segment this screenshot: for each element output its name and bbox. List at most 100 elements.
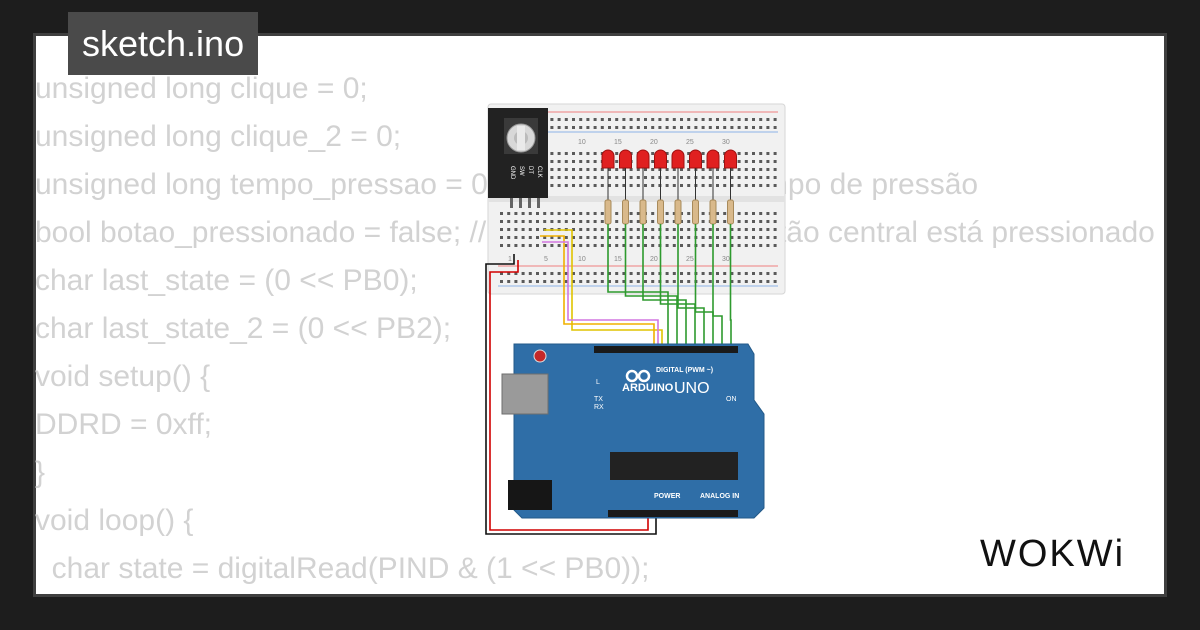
- code-line: char last_state_2 = (0 << PB2);: [35, 312, 452, 345]
- resistor[interactable]: [639, 199, 647, 225]
- breadboard-hole: [572, 126, 575, 129]
- breadboard-hole: [665, 118, 669, 121]
- resistor[interactable]: [692, 199, 699, 225]
- breadboard-hole: [672, 126, 676, 129]
- breadboard-hole: [651, 160, 655, 163]
- breadboard-hole: [658, 168, 662, 171]
- breadboard-hole: [629, 220, 633, 223]
- breadboard-hole: [636, 176, 640, 179]
- code-line: unsigned long clique = 0;: [35, 72, 368, 105]
- breadboard-hole: [723, 236, 727, 239]
- breadboard-hole: [543, 212, 547, 215]
- resistor[interactable]: [604, 199, 612, 225]
- led[interactable]: [619, 149, 632, 169]
- breadboard-hole: [752, 212, 755, 215]
- breadboard-hole: [701, 236, 705, 239]
- breadboard-hole: [514, 228, 518, 231]
- breadboard-hole: [730, 272, 734, 275]
- breadboard-hole: [521, 244, 525, 247]
- breadboard-hole: [579, 184, 583, 187]
- breadboard-hole: [737, 184, 741, 187]
- breadboard-hole: [737, 228, 741, 231]
- led[interactable]: [689, 149, 702, 169]
- breadboard-hole: [701, 126, 705, 129]
- column-label: 30: [722, 139, 730, 146]
- breadboard-hole: [730, 236, 734, 239]
- breadboard-hole: [564, 126, 568, 129]
- breadboard-hole: [593, 176, 597, 179]
- breadboard-hole: [564, 184, 568, 187]
- breadboard-hole: [766, 280, 770, 283]
- led[interactable]: [671, 149, 685, 169]
- breadboard-hole: [528, 236, 532, 239]
- breadboard-column-labels: 1 5 10 15 20 25 30 1 5 10 15 20 25 30: [508, 139, 730, 263]
- breadboard-hole: [737, 176, 741, 179]
- breadboard-hole: [550, 236, 554, 239]
- breadboard-hole: [615, 168, 619, 171]
- resistor[interactable]: [709, 199, 717, 225]
- breadboard-hole: [651, 176, 655, 179]
- led[interactable]: [654, 149, 667, 169]
- breadboard-hole: [528, 212, 532, 215]
- breadboard-hole: [622, 176, 626, 179]
- breadboard-hole: [672, 220, 676, 223]
- breadboard-hole: [644, 236, 647, 239]
- wire: [677, 224, 705, 350]
- breadboard-hole: [744, 126, 748, 129]
- reset-button[interactable]: [533, 349, 547, 363]
- breadboard-hole: [737, 244, 741, 247]
- breadboard-hole: [651, 228, 655, 231]
- led[interactable]: [601, 149, 615, 169]
- breadboard-hole: [672, 184, 676, 187]
- breadboard-hole: [766, 244, 770, 247]
- breadboard-hole: [586, 168, 590, 171]
- led[interactable]: [724, 149, 737, 169]
- breadboard-hole: [636, 118, 640, 121]
- breadboard-hole: [665, 220, 669, 223]
- rotary-encoder[interactable]: GND SW DT CLK: [488, 108, 548, 208]
- breadboard-hole: [744, 272, 748, 275]
- column-label: 15: [614, 139, 622, 146]
- breadboard-hole: [600, 236, 604, 239]
- resistor[interactable]: [727, 199, 734, 225]
- breadboard-hole: [723, 168, 727, 171]
- resistor[interactable]: [657, 199, 664, 225]
- breadboard-hole: [615, 244, 619, 247]
- breadboard-hole: [564, 152, 568, 155]
- code-line: char last_state = (0 << PB0);: [35, 264, 418, 297]
- breadboard-hole: [500, 280, 503, 283]
- breadboard-hole: [723, 126, 727, 129]
- breadboard-hole: [514, 280, 518, 283]
- breadboard-hole: [550, 126, 554, 129]
- breadboard-hole: [608, 176, 611, 179]
- breadboard-hole: [564, 168, 568, 171]
- breadboard-hole: [636, 236, 640, 239]
- file-tab[interactable]: sketch.ino: [68, 12, 259, 75]
- breadboard-hole: [723, 176, 727, 179]
- column-label: 25: [686, 256, 694, 263]
- breadboard-hole: [608, 280, 611, 283]
- breadboard-hole: [579, 228, 583, 231]
- code-line: void setup() {: [35, 360, 211, 393]
- breadboard-hole: [550, 212, 554, 215]
- breadboard-hole: [708, 280, 712, 283]
- breadboard-hole: [579, 126, 583, 129]
- rx-label: RX: [594, 404, 604, 411]
- breadboard-hole: [500, 228, 503, 231]
- breadboard-hole: [586, 118, 590, 121]
- breadboard-hole: [723, 118, 727, 121]
- encoder-pin-label: GND: [509, 166, 515, 180]
- breadboard-hole: [658, 126, 662, 129]
- breadboard-hole: [737, 272, 741, 275]
- led[interactable]: [636, 149, 650, 169]
- breadboard-hole: [543, 272, 547, 275]
- breadboard-hole: [737, 168, 741, 171]
- resistor[interactable]: [674, 199, 682, 225]
- breadboard-hole: [759, 280, 763, 283]
- led[interactable]: [706, 149, 720, 169]
- breadboard-hole: [687, 184, 691, 187]
- arduino-uno-board[interactable]: ARDUINO UNO DIGITAL (PWM ~) POWER ANALOG…: [501, 343, 765, 519]
- code-line: }: [35, 456, 46, 489]
- resistor[interactable]: [622, 199, 629, 225]
- column-label: 20: [650, 256, 658, 263]
